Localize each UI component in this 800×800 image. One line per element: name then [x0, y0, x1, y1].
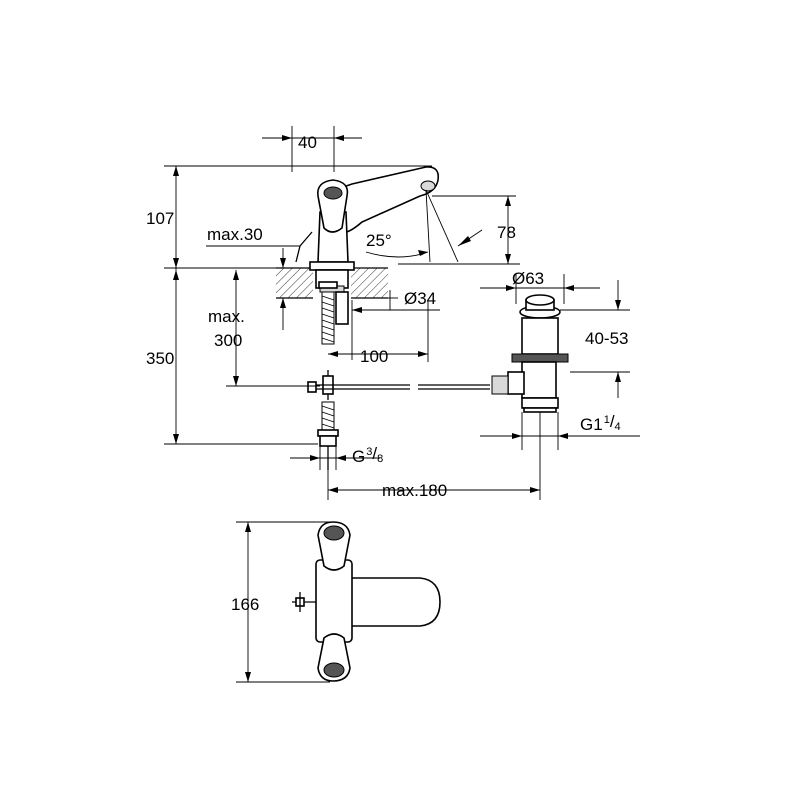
- dim-diameter-63: Ø63: [512, 269, 544, 288]
- plan-view: 166: [231, 521, 441, 683]
- dim-300: 300: [214, 331, 242, 350]
- side-elevation: 40 107 max.30 25° 78 Ø34 Ø63 max. 300 35…: [146, 126, 640, 500]
- dim-100: 100: [360, 347, 388, 366]
- dim-40-53: 40-53: [585, 329, 628, 348]
- dim-diameter-34: Ø34: [404, 289, 436, 308]
- dim-107: 107: [146, 209, 174, 228]
- dim-25deg: 25°: [366, 231, 392, 250]
- dimension-labels: 40 107 max.30 25° 78 Ø34 Ø63 max. 300 35…: [146, 133, 628, 500]
- dim-max30: max.30: [207, 225, 263, 244]
- dim-350: 350: [146, 349, 174, 368]
- dim-g1-14: G11/4: [580, 412, 621, 434]
- waste-assembly: [491, 294, 569, 413]
- tap-body: [295, 166, 440, 345]
- pop-up-rod: [307, 370, 490, 400]
- dim-max-label: max.: [208, 307, 245, 326]
- dim-40: 40: [298, 133, 317, 152]
- dimension-lines: [164, 126, 640, 500]
- dim-78: 78: [497, 223, 516, 242]
- dim-166: 166: [231, 595, 259, 614]
- dim-max180: max.180: [382, 481, 447, 500]
- supply-connection: [317, 401, 339, 470]
- dim-g38: G3/8: [352, 444, 383, 466]
